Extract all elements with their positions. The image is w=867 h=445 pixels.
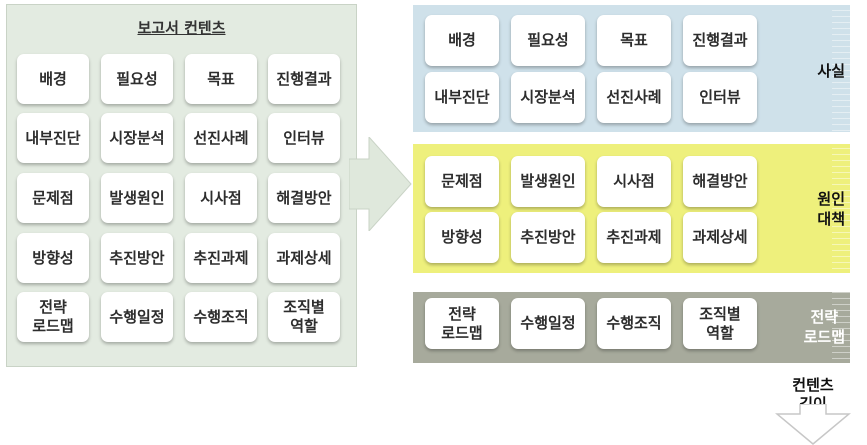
content-card: 목표 — [597, 15, 671, 66]
content-card: 추진과제 — [185, 233, 257, 283]
content-card: 내부진단 — [425, 72, 499, 123]
content-card: 조직별 역할 — [268, 292, 340, 342]
content-card: 해결방안 — [268, 173, 340, 223]
content-card: 전략 로드맵 — [17, 292, 89, 342]
down-arrow-icon — [775, 404, 851, 445]
content-card: 시장분석 — [101, 113, 173, 163]
content-card: 조직별 역할 — [683, 298, 757, 349]
content-card: 발생원인 — [511, 156, 585, 207]
content-card: 발생원인 — [101, 173, 173, 223]
band-label-cause: 원인 대책 — [817, 190, 845, 228]
band-label-strategy: 전략 로드맵 — [803, 308, 845, 346]
content-card: 추진과제 — [597, 212, 671, 263]
content-card: 문제점 — [425, 156, 499, 207]
content-card: 필요성 — [101, 54, 173, 104]
content-card: 필요성 — [511, 15, 585, 66]
right-arrow-icon — [349, 137, 412, 231]
content-card: 인터뷰 — [683, 72, 757, 123]
content-card: 진행결과 — [268, 54, 340, 104]
content-card: 과제상세 — [268, 233, 340, 283]
depth-guide — [832, 5, 850, 373]
content-card: 진행결과 — [683, 15, 757, 66]
content-card: 추진방안 — [511, 212, 585, 263]
content-card: 과제상세 — [683, 212, 757, 263]
content-card: 시사점 — [185, 173, 257, 223]
content-card: 수행조직 — [597, 298, 671, 349]
content-card: 방향성 — [425, 212, 499, 263]
content-card: 수행일정 — [511, 298, 585, 349]
content-card: 배경 — [17, 54, 89, 104]
report-contents-title: 보고서 컨텐츠 — [137, 19, 226, 37]
content-card: 배경 — [425, 15, 499, 66]
content-card: 시사점 — [597, 156, 671, 207]
content-card: 목표 — [185, 54, 257, 104]
content-card: 전략 로드맵 — [425, 298, 499, 349]
content-card: 선진사례 — [597, 72, 671, 123]
content-card: 시장분석 — [511, 72, 585, 123]
content-card: 추진방안 — [101, 233, 173, 283]
content-card: 방향성 — [17, 233, 89, 283]
content-card: 인터뷰 — [268, 113, 340, 163]
content-card: 수행일정 — [101, 292, 173, 342]
content-card: 수행조직 — [185, 292, 257, 342]
band-label-fact: 사실 — [817, 62, 845, 80]
content-card: 선진사례 — [185, 113, 257, 163]
content-card: 해결방안 — [683, 156, 757, 207]
content-card: 내부진단 — [17, 113, 89, 163]
content-card: 문제점 — [17, 173, 89, 223]
